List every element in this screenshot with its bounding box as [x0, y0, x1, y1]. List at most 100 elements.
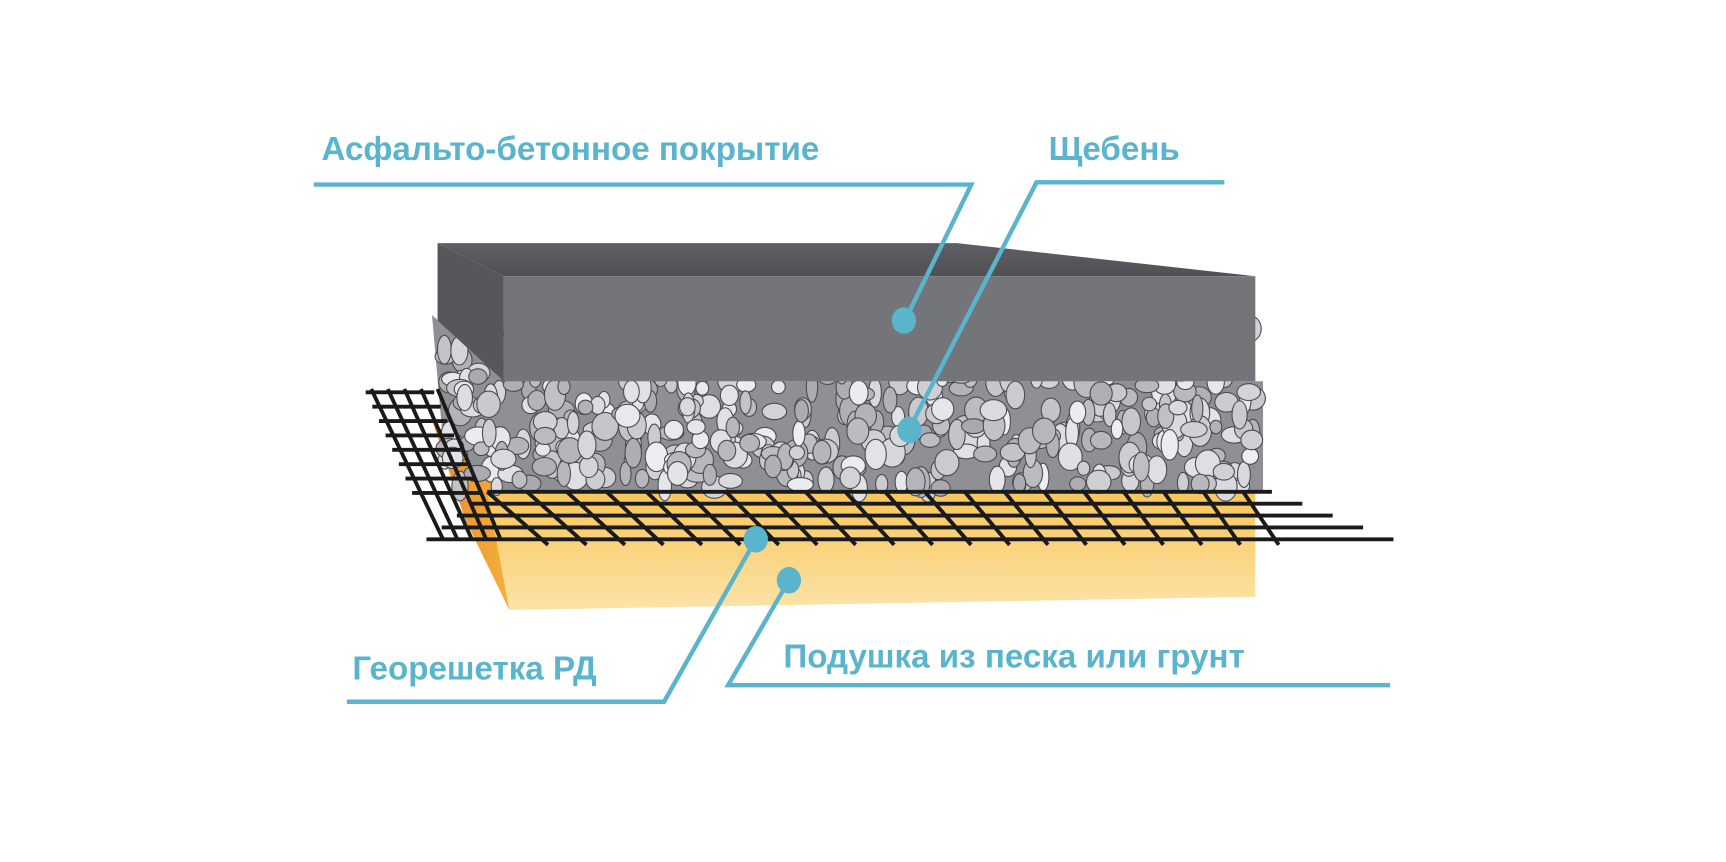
geogrid-line — [565, 490, 627, 547]
gravel-stone — [1191, 394, 1204, 423]
gravel-stone — [1089, 381, 1113, 406]
gravel-stone — [919, 432, 941, 448]
geogrid-line — [1082, 490, 1127, 547]
gravel-stone — [679, 397, 696, 417]
geogrid-line — [645, 490, 704, 547]
gravel-stone — [566, 410, 580, 435]
gravel-stone — [577, 399, 594, 415]
gravel-stone — [1240, 429, 1264, 451]
gravel-stone — [663, 419, 685, 441]
gravel-stone — [1146, 455, 1168, 485]
gravel-stone — [846, 417, 870, 445]
gravel-stone — [702, 463, 718, 486]
gravel-stone — [1102, 402, 1117, 428]
gravel-stone — [1236, 383, 1262, 402]
gravel-stone — [1069, 476, 1087, 492]
gravel-stone — [1005, 380, 1026, 410]
geogrid-line — [724, 490, 781, 547]
gravel-stone — [988, 465, 1006, 494]
gravel-stone — [725, 416, 741, 439]
gravel-stone — [905, 467, 926, 497]
geogrid-line — [419, 388, 488, 541]
gravel-stone — [718, 473, 743, 489]
gravel-stone — [1236, 461, 1251, 488]
gravel-stone — [931, 397, 955, 422]
gravel-stone — [839, 466, 861, 490]
geogrid-line — [1042, 490, 1088, 547]
asphalt-layer — [437, 243, 1256, 382]
gravel-stone — [1076, 460, 1091, 476]
geogrid-line — [843, 490, 896, 547]
gravel-stone — [1110, 418, 1124, 440]
geogrid-line — [963, 490, 1012, 547]
geogrid-line — [605, 490, 665, 547]
gravel-stone — [577, 430, 597, 460]
gravel-stone — [960, 418, 987, 435]
gravel-stone — [481, 418, 497, 448]
gravel-stone — [1209, 419, 1223, 435]
gravel-stone — [527, 389, 547, 412]
gravel-stone — [456, 383, 474, 412]
gravel-stone — [739, 390, 752, 415]
gravel-stone — [1089, 430, 1113, 450]
geogrid-line — [386, 388, 460, 541]
gravel-stone — [623, 379, 640, 404]
geogrid-line — [883, 490, 935, 547]
gravel-stone — [786, 477, 814, 493]
callout-dots — [743, 307, 922, 594]
gravel-stone — [719, 384, 739, 407]
gravel-stone — [1031, 417, 1057, 445]
gravel-stone — [1160, 429, 1179, 461]
gravel-stone — [848, 379, 869, 406]
gravel-stone — [864, 438, 887, 471]
gravel-stone — [812, 439, 832, 465]
gravel-stone — [817, 466, 835, 494]
gravel-stone — [472, 441, 490, 457]
gravel-stone — [1168, 399, 1188, 416]
gravel-stone — [624, 437, 643, 469]
geogrid-line — [684, 490, 742, 547]
geogrid-line — [923, 490, 973, 547]
gravel-stone — [934, 449, 960, 477]
label-asphalt: Асфальто-бетонное покрытие — [321, 131, 819, 168]
gravel-stone — [764, 454, 782, 479]
label-gravel: Щебень — [1049, 131, 1180, 168]
gravel-stone — [1180, 420, 1208, 438]
gravel-stone — [979, 399, 1008, 422]
gravel-stone — [1241, 447, 1260, 465]
gravel-stone — [717, 439, 737, 462]
gravel-stone — [490, 448, 517, 470]
gravel-stone — [436, 334, 452, 365]
gravel-stone — [930, 479, 951, 497]
gravel-stone — [1068, 400, 1087, 425]
geogrid-line — [525, 490, 588, 547]
gravel-stone — [634, 468, 650, 489]
gravel-stone — [794, 399, 809, 423]
gravel-stone — [771, 379, 786, 395]
gravel-stone — [695, 380, 710, 396]
gravel-stone — [614, 403, 641, 428]
geogrid-line — [435, 388, 503, 541]
gravel-stone — [1132, 451, 1150, 482]
geogrid-line — [804, 490, 858, 547]
gravel-stone — [666, 461, 689, 486]
gravel-stone — [1212, 462, 1235, 481]
callout-lines — [313, 180, 1391, 704]
geogrid-line — [1201, 490, 1242, 546]
label-sand: Подушка из песка или грунт — [783, 638, 1244, 675]
geogrid-line — [764, 490, 819, 547]
gravel-stone — [533, 426, 557, 446]
gravel-stone — [788, 445, 806, 461]
gravel-stone — [792, 420, 806, 447]
geogrid-line — [1122, 490, 1165, 546]
geogrid-line — [1002, 490, 1050, 547]
geogrid-line — [1162, 490, 1204, 546]
gravel-stone — [1231, 400, 1248, 430]
gravel-stone — [619, 461, 632, 487]
gravel-stone — [468, 368, 488, 385]
gravel-stone — [739, 433, 761, 453]
geogrid-line — [402, 388, 474, 541]
gravel-stone — [1141, 396, 1158, 412]
